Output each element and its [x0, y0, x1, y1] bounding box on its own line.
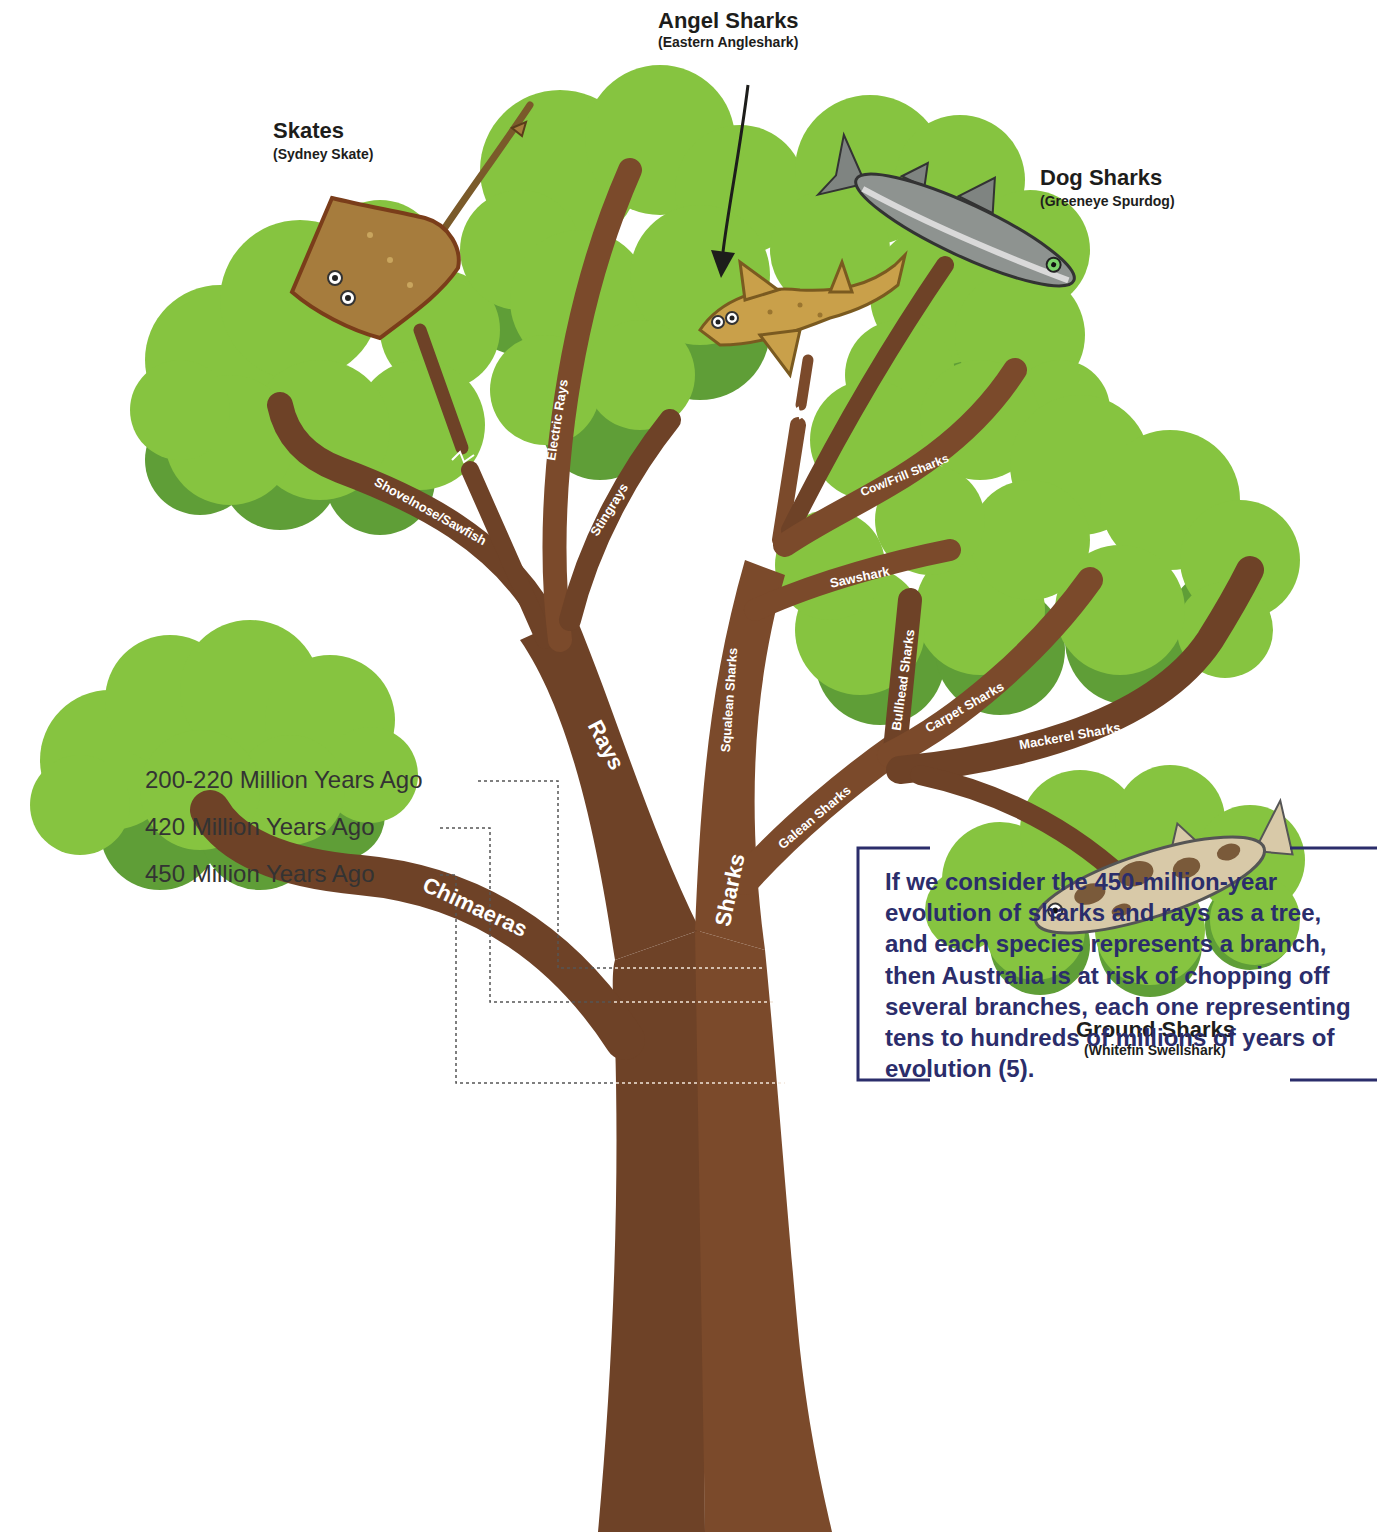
branch-label: Shovelnose/Sawfish — [371, 475, 488, 549]
branch-label: Squalean Sharks — [719, 647, 741, 753]
branch-label: Mackerel Sharks — [1018, 721, 1122, 754]
branch-label: Bullhead Sharks — [890, 629, 919, 732]
group-heading: Angel Sharks — [658, 8, 799, 33]
time-label: 450 Million Years Ago — [145, 860, 375, 888]
time-label: 200-220 Million Years Ago — [145, 766, 423, 794]
note-text: If we consider the 450-million-year evol… — [885, 866, 1355, 1084]
pointer-arrow — [711, 85, 748, 278]
branch-label: Carpet Sharks — [923, 679, 1007, 736]
trunk-label: Rays — [582, 716, 629, 774]
trunk — [520, 560, 832, 1532]
species-name: (Sydney Skate) — [273, 146, 373, 162]
branch-label: Chimaeras — [419, 872, 532, 942]
branch-label: Cow/Frill Sharks — [859, 452, 951, 500]
trunk-label: Sharks — [710, 851, 750, 928]
branch-label: Electric Rays — [544, 378, 572, 461]
cut-mark — [452, 408, 810, 462]
time-leader — [440, 781, 785, 1083]
branch-label: Stingrays — [588, 481, 632, 539]
group-heading: Skates — [273, 118, 344, 143]
species-name: (Greeneye Spurdog) — [1040, 193, 1175, 209]
dog-shark-illustration — [816, 112, 1099, 308]
group-heading: Dog Sharks — [1040, 165, 1162, 190]
species-name: (Eastern Angleshark) — [658, 34, 798, 50]
angel-shark-illustration — [700, 255, 905, 375]
branch-label: Galean Sharks — [776, 783, 855, 853]
time-label: 420 Million Years Ago — [145, 813, 375, 841]
branch-label: Sawshark — [829, 564, 891, 591]
